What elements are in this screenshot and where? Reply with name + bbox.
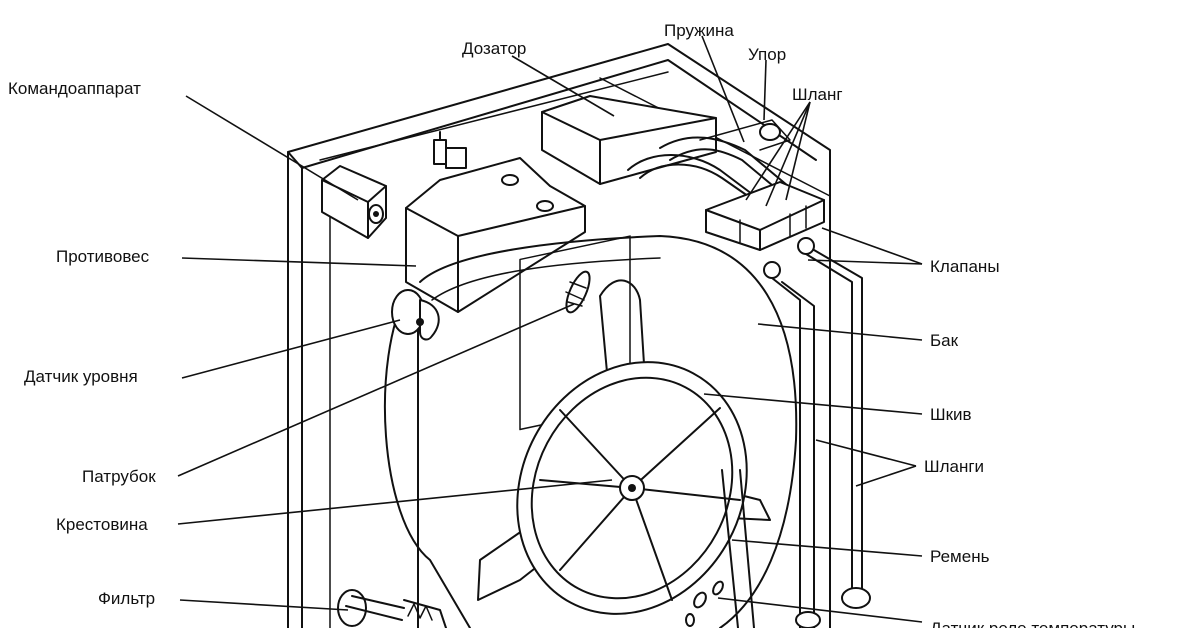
temperature-sensor: [685, 580, 724, 627]
label-bak: Бак: [930, 331, 959, 350]
label-filtr: Фильтр: [98, 589, 155, 608]
level-sensor: [391, 289, 440, 341]
top-hoses: [627, 119, 801, 211]
counterweight: [405, 157, 586, 313]
label-upor: Упор: [748, 45, 786, 64]
label-klapany: Клапаны: [930, 257, 1000, 276]
side-hoses: [771, 249, 871, 628]
command-device: [321, 165, 387, 239]
label-patrubok: Патрубок: [82, 467, 156, 486]
label-protivoves: Противовес: [56, 247, 150, 266]
dispenser: [541, 95, 717, 185]
filter: [337, 589, 447, 628]
valve-block: [705, 181, 825, 279]
label-datchik-urovnya: Датчик уровня: [24, 367, 138, 386]
label-dozator: Дозатор: [462, 39, 526, 58]
drain-pipe: [565, 270, 591, 314]
label-shlangi: Шланги: [924, 457, 984, 476]
label-shlang: Шланг: [792, 85, 843, 104]
top-bracket: [433, 131, 467, 169]
label-shkiv: Шкив: [930, 405, 972, 424]
label-komandoapparat: Командоаппарат: [8, 79, 141, 98]
labels: Командоаппарат Дозатор Пружина Упор Шлан…: [8, 21, 1135, 628]
pulley: [516, 361, 748, 615]
label-remen: Ремень: [930, 547, 990, 566]
tank: [383, 235, 798, 628]
label-datchik-temp: Датчик реле температуры: [930, 619, 1135, 628]
leader-lines: [177, 35, 923, 623]
label-pruzhina: Пружина: [664, 21, 734, 40]
label-krestovina: Крестовина: [56, 515, 148, 534]
